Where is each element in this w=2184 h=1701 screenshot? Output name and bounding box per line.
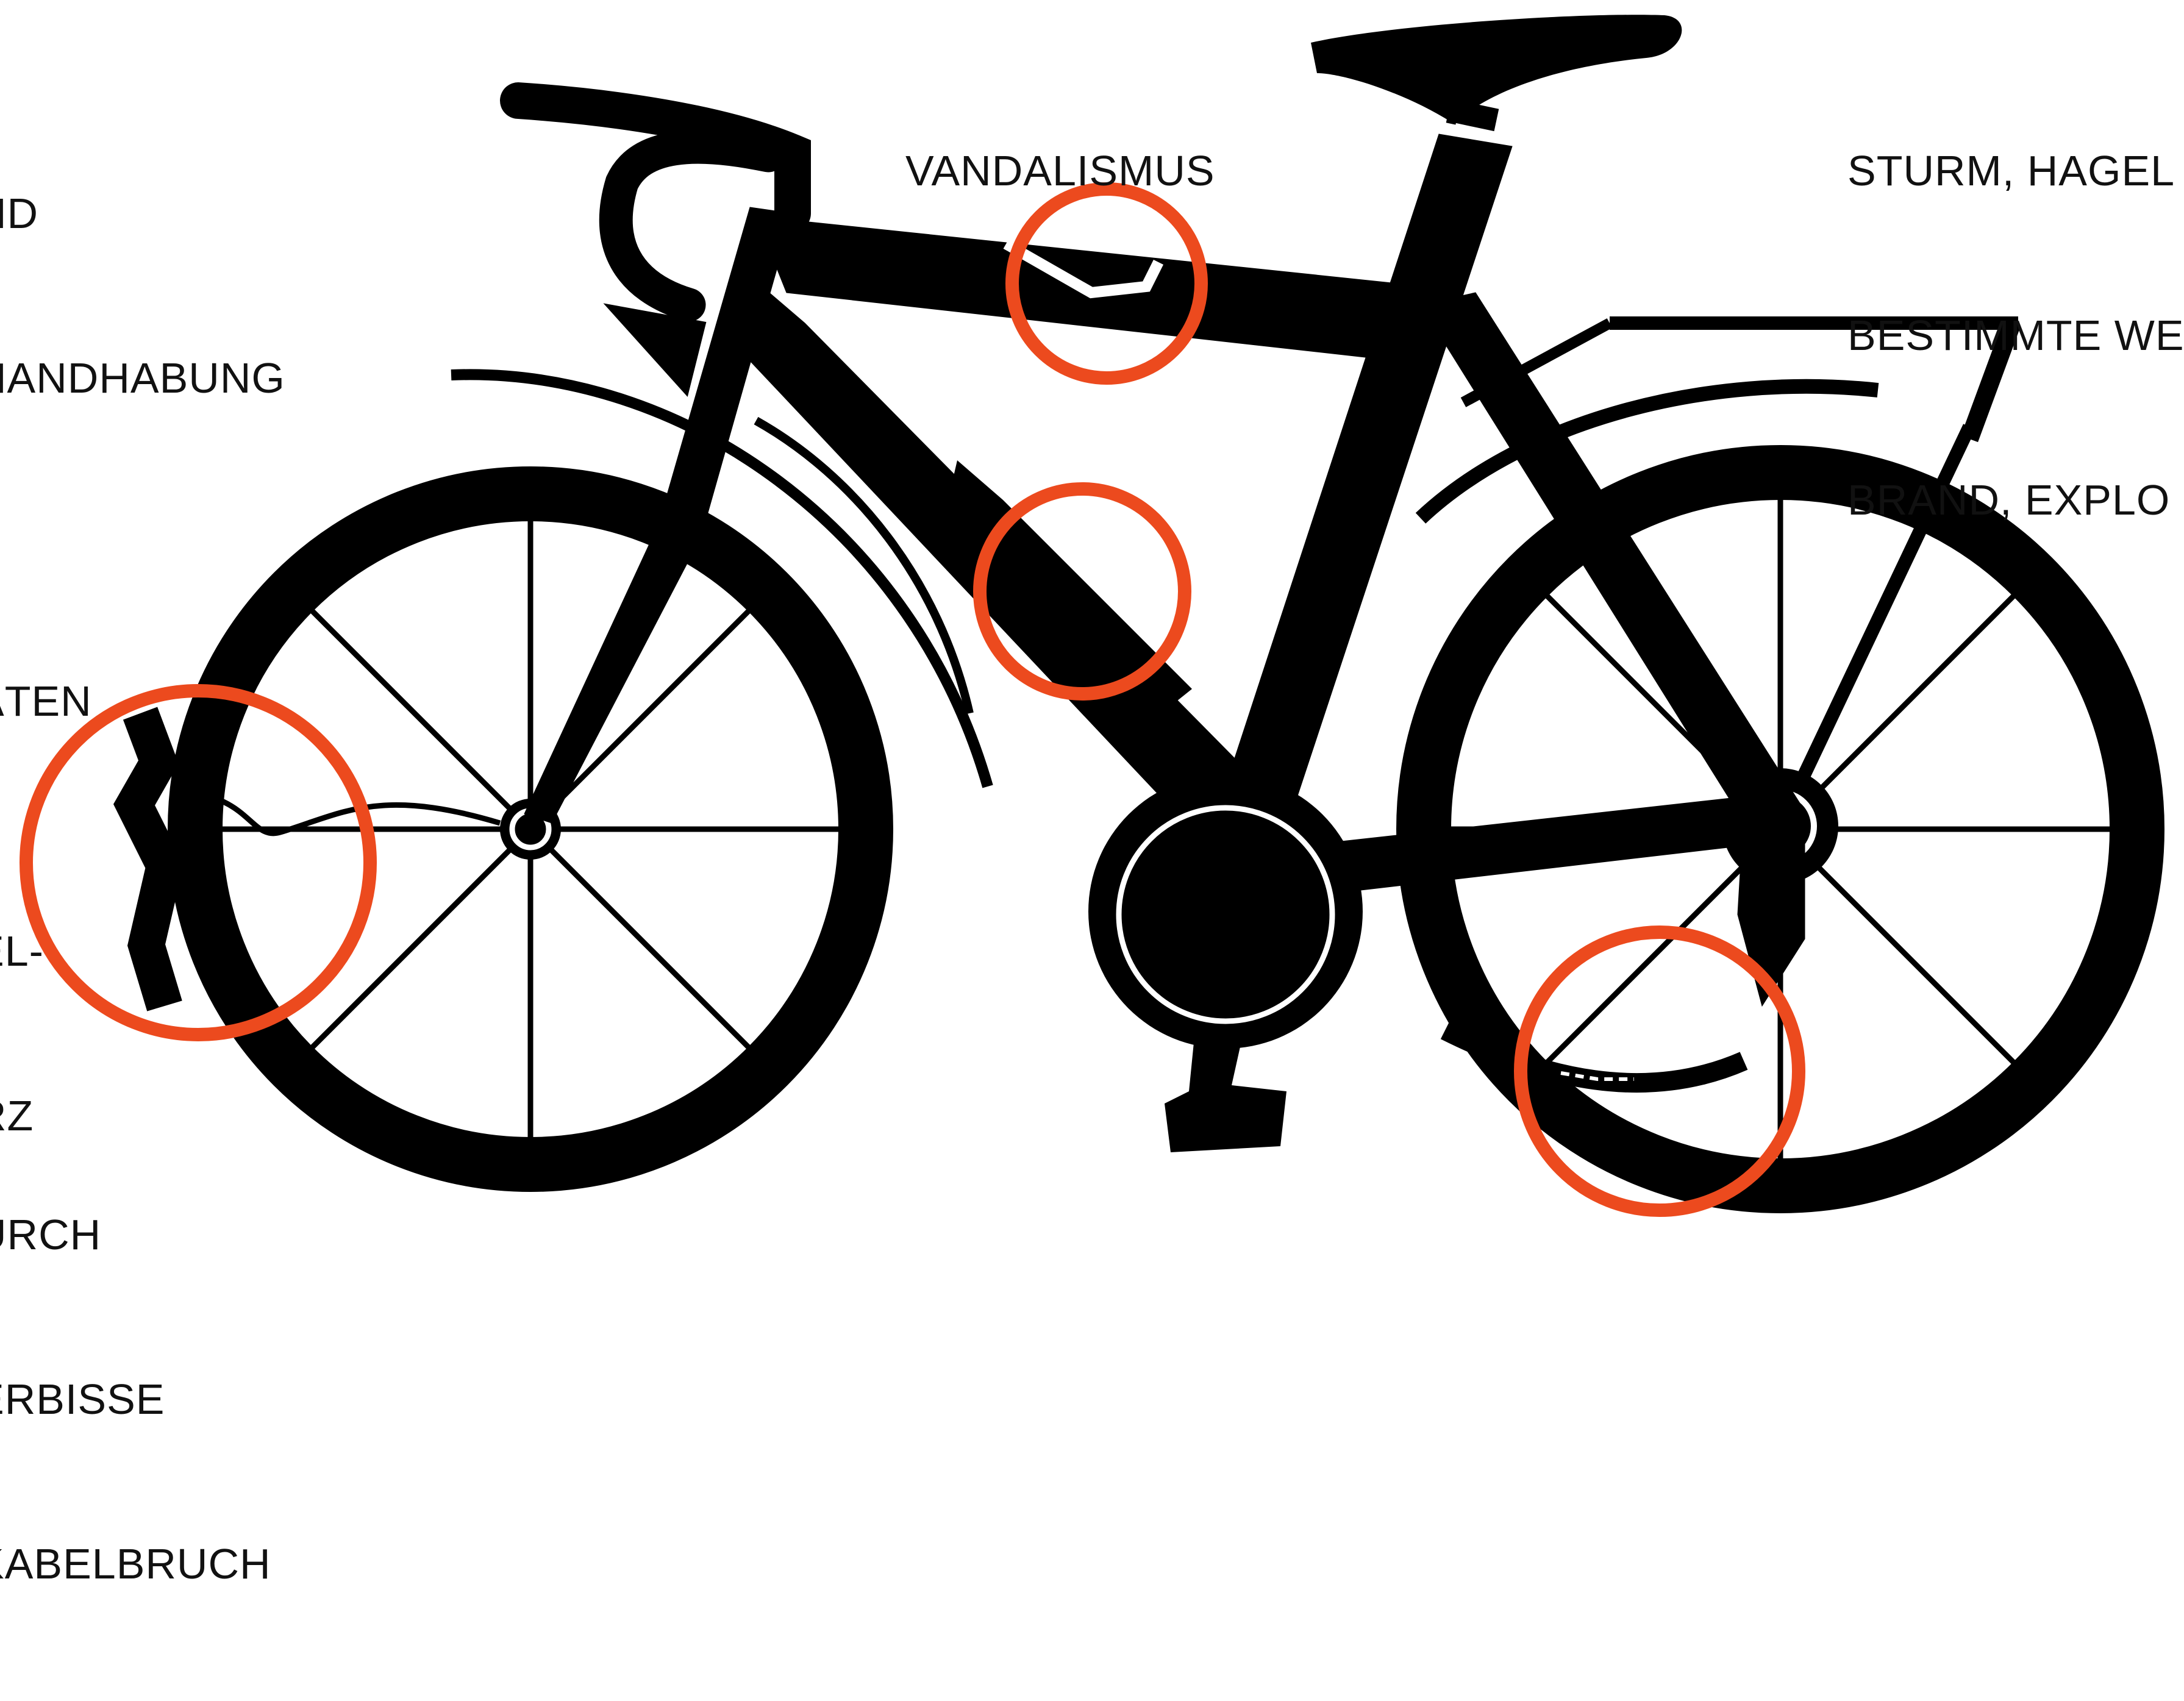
label-line: ND (0, 186, 285, 241)
label-line: HANDHABUNG (0, 351, 285, 405)
label-line: ÄTEN (0, 674, 92, 729)
diagram-canvas: ND HANDHABUNG ÄTEN EL- RZ URCH ERBISSE K… (0, 0, 2184, 1255)
label-top-left: ND HANDHABUNG (0, 76, 285, 515)
motor-unit (1088, 774, 1363, 1152)
label-line: ERBISSE (0, 1372, 271, 1427)
label-line: BRAND, EXPLO (1847, 472, 2184, 527)
label-line: VANDALISMUS (905, 143, 1215, 198)
label-vandalism: VANDALISMUS (905, 34, 1215, 308)
damaged-tire-edge (134, 713, 165, 1006)
label-line: BESTIMMTE WE (1847, 308, 2184, 363)
label-line: URCH (0, 1207, 271, 1262)
label-bottom-left: URCH ERBISSE KABELBRUCH (0, 1097, 271, 1701)
label-top-right: STURM, HAGEL BESTIMMTE WE BRAND, EXPLO (1847, 34, 2184, 637)
label-mid-left: ÄTEN (0, 564, 92, 838)
label-line: KABELBRUCH (0, 1536, 271, 1591)
saddle (1311, 15, 1682, 144)
label-line: STURM, HAGEL (1847, 143, 2184, 198)
label-line: EL- (0, 924, 44, 979)
